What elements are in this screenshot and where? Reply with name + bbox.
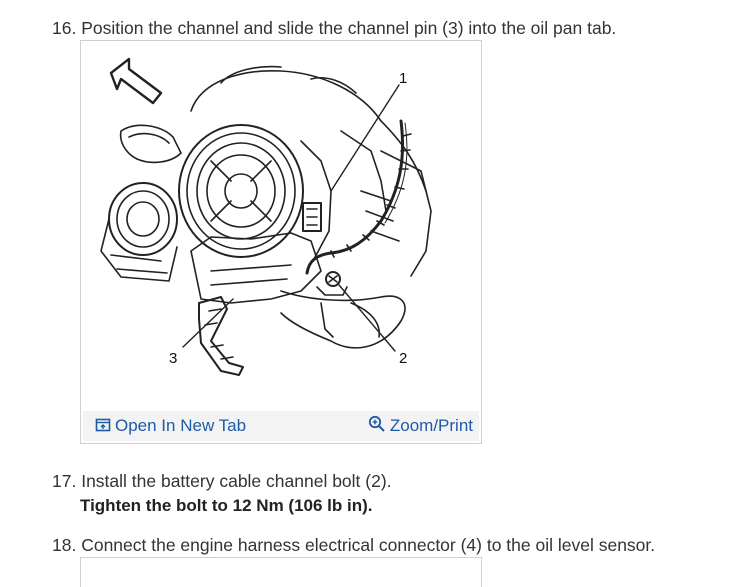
step-18-figure: [80, 557, 482, 587]
step-16-figure: 1 2 3 Open In New Tab Zoom/Print: [80, 40, 482, 444]
callout-2: 2: [399, 350, 407, 367]
open-in-new-tab-label: Open In New Tab: [115, 416, 247, 435]
engine-illustration: 1 2 3: [100, 57, 432, 376]
callout-1: 1: [399, 70, 407, 87]
open-in-new-tab-link[interactable]: Open In New Tab: [95, 415, 246, 437]
zoom-icon: [368, 415, 385, 432]
step-text: Connect the engine harness electrical co…: [81, 535, 656, 555]
open-in-new-tab-icon: [95, 418, 111, 432]
zoom-print-link[interactable]: Zoom/Print: [368, 415, 473, 437]
step-16: 16. Position the channel and slide the c…: [52, 17, 616, 39]
torque-spec: Tighten the bolt to 12 Nm (106 lb in).: [80, 496, 373, 515]
step-17: 17. Install the battery cable channel bo…: [52, 470, 392, 492]
step-text: Install the battery cable channel bolt (…: [81, 471, 392, 491]
step-number: 16.: [52, 18, 77, 38]
callout-3: 3: [169, 350, 177, 367]
zoom-print-label: Zoom/Print: [389, 416, 473, 435]
figure-toolbar: Open In New Tab Zoom/Print: [83, 411, 479, 441]
step-number: 17.: [52, 471, 77, 491]
step-text: Position the channel and slide the chann…: [81, 18, 617, 38]
step-number: 18.: [52, 535, 77, 555]
direction-arrow: [109, 57, 163, 105]
step-18: 18. Connect the engine harness electrica…: [52, 534, 655, 556]
